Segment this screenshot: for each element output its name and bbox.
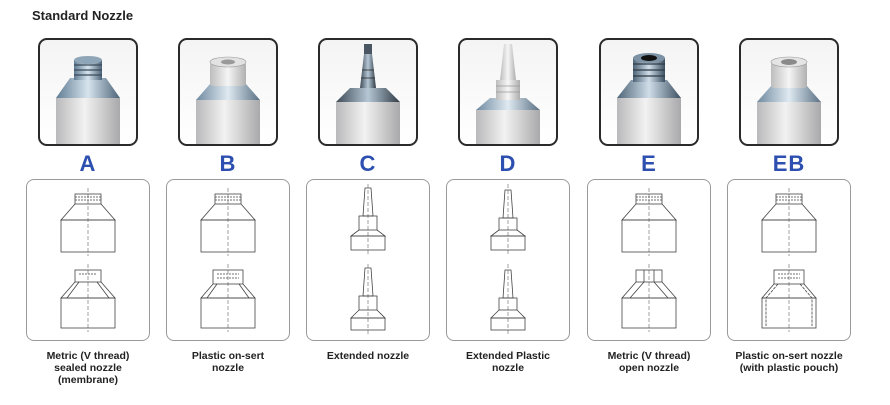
caption-line: (with plastic pouch) [739,362,839,374]
nozzle-drawing-c [306,179,430,341]
nozzle-card-a: A Metric (V thread) sealed nozzle (membr… [26,0,150,405]
caption-line: open nozzle [618,362,680,374]
nozzle-photo-a [38,38,138,146]
page-title: Standard Nozzle [32,8,134,23]
nozzle-drawing-b [166,179,290,341]
caption-line: Metric (V thread) [607,350,691,362]
nozzle-caption-a: Metric (V thread) sealed nozzle (membran… [20,350,156,386]
caption-line: Extended nozzle [326,350,410,362]
nozzle-drawing-e [587,179,711,341]
nozzle-caption-eb: Plastic on-sert nozzle (with plastic pou… [721,350,857,374]
nozzle-letter: B [219,151,237,176]
nozzle-card-d: D Extended Plastic nozzle [446,0,570,405]
nozzle-card-e: E Metric (V thread) open nozzle [587,0,711,405]
caption-line: nozzle [211,362,245,374]
nozzle-card-c: C Extended nozzle [306,0,430,405]
caption-line: nozzle [491,362,525,374]
caption-line: Extended Plastic [465,350,551,362]
caption-line: sealed nozzle [54,362,122,374]
nozzle-photo-c [318,38,418,146]
caption-line: (membrane) [57,374,119,386]
nozzle-drawing-a [26,179,150,341]
caption-line: Plastic on-sert nozzle [735,350,843,362]
nozzle-caption-c: Extended nozzle [300,350,436,362]
nozzle-letter: EB [772,151,806,176]
nozzle-drawing-d [446,179,570,341]
nozzle-letter: E [641,151,657,176]
caption-line: Metric (V thread) [46,350,130,362]
nozzle-card-eb: EB Plastic on-sert nozzle (with plastic … [727,0,851,405]
nozzle-photo-d [458,38,558,146]
nozzle-photo-eb [739,38,839,146]
nozzle-drawing-eb [727,179,851,341]
nozzle-caption-b: Plastic on-sert nozzle [160,350,296,374]
nozzle-letter: A [79,151,97,176]
nozzle-caption-e: Metric (V thread) open nozzle [581,350,717,374]
nozzle-letter: D [499,151,517,176]
nozzle-card-b: B Plastic on-sert nozzle [166,0,290,405]
nozzle-letter: C [359,151,377,176]
nozzle-photo-b [178,38,278,146]
caption-line: Plastic on-sert [191,350,265,362]
nozzle-caption-d: Extended Plastic nozzle [440,350,576,374]
nozzle-photo-e [599,38,699,146]
